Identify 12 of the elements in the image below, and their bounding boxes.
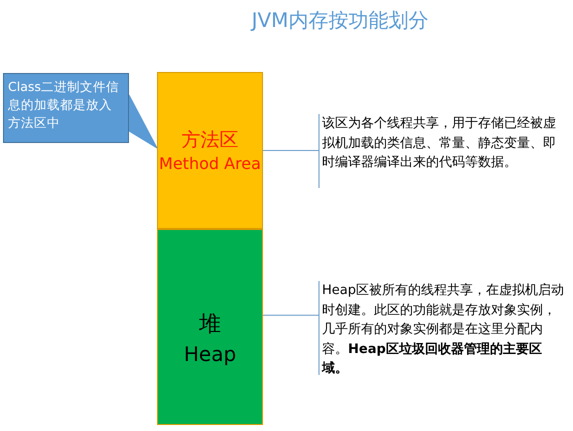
block-title: 方法区 bbox=[182, 128, 238, 152]
bracket-connector bbox=[262, 114, 320, 188]
diagram-title: JVM内存按功能划分 bbox=[250, 7, 430, 34]
block-subtitle: Method Area bbox=[159, 152, 261, 174]
memory-block bbox=[157, 229, 263, 425]
note-text: Heap区被所有的线程共享，在虚拟机启动时创建。此区的功能就是存放对象实例，几乎所有的对象实例都是在这里分配内容。Heap区垃圾回收器管理的主要区域。 bbox=[322, 281, 566, 378]
bracket-connector bbox=[262, 280, 320, 376]
block-subtitle: Heap bbox=[184, 341, 236, 368]
block-title: 堆 bbox=[199, 311, 221, 339]
callout-pointer bbox=[128, 94, 158, 150]
note-text: 该区为各个线程共享，用于存储已经被虚拟机加载的类信息、常量、静态变量、即时编译器编译出来的代码等数据。 bbox=[322, 114, 566, 172]
memory-block bbox=[157, 72, 263, 229]
